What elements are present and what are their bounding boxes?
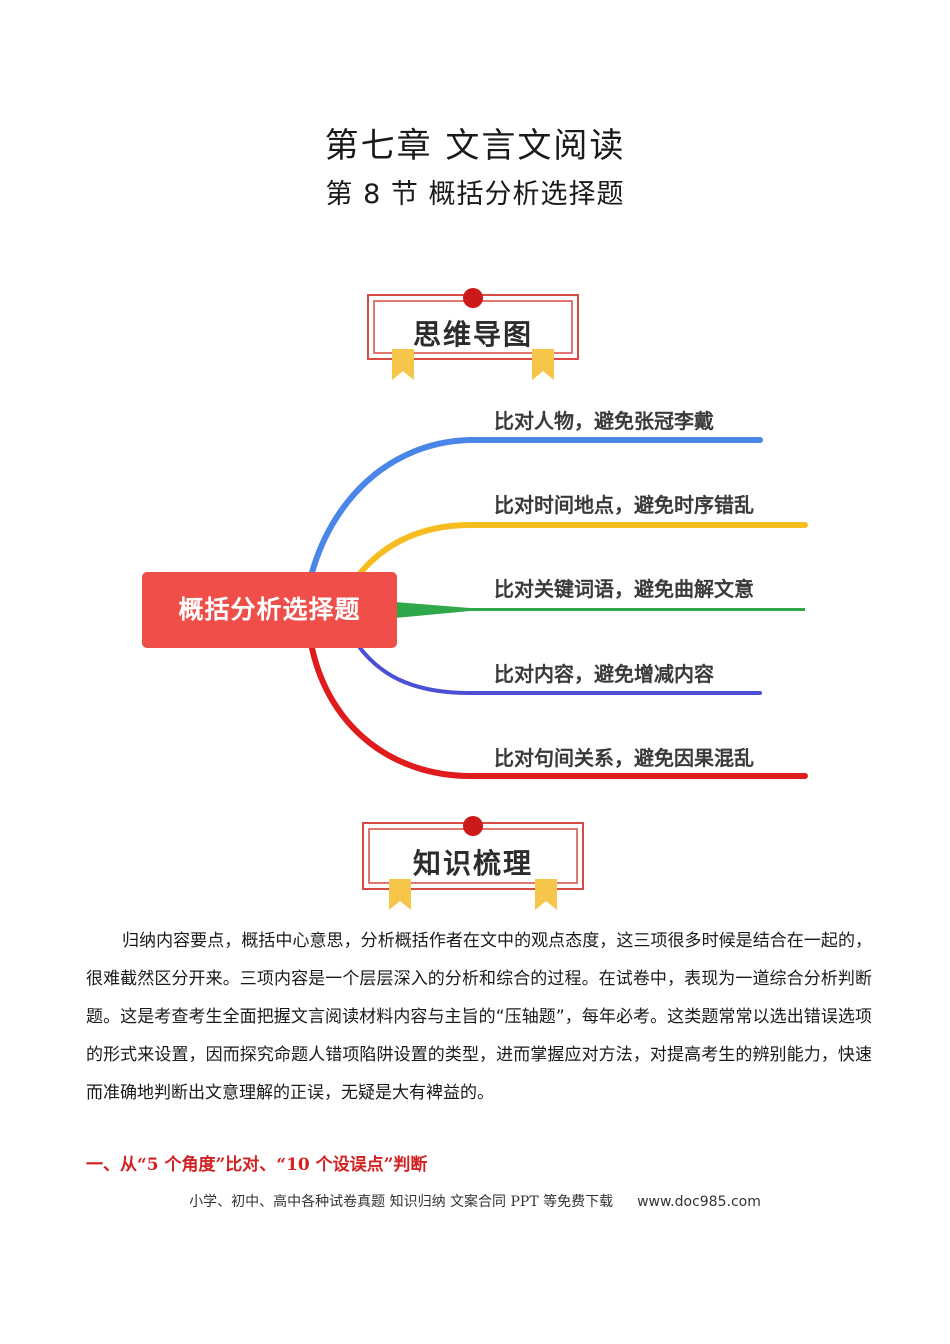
chapter-title: 第七章 文言文阅读	[324, 126, 626, 166]
branch-label-sentence-relations: 比对句间关系，避免因果混乱	[494, 746, 754, 770]
mindmap-banner-label: 思维导图	[412, 318, 533, 351]
mindmap-banner: 思维导图	[366, 287, 580, 382]
branch-line-content	[358, 646, 762, 695]
section-title: 第 8 节 概括分析选择题	[325, 179, 625, 210]
footer-site-link[interactable]: www.doc985.com	[637, 1194, 761, 1210]
intro-paragraph: 归纳内容要点，概括中心意思，分析概括作者在文中的观点态度，这三项很多时候是结合在…	[86, 931, 872, 1103]
banner-frame-icon	[367, 288, 579, 380]
branch-label-content: 比对内容，避免增减内容	[494, 662, 714, 686]
branch-label-time-place: 比对时间地点，避免时序错乱	[494, 493, 754, 517]
branch-label-people: 比对人物，避免张冠李戴	[494, 409, 714, 433]
branch-line-time-place	[352, 522, 808, 583]
page-footer: 小学、初中、高中各种试卷真题 知识归纳 文案合同 PPT 等免费下载 www.do…	[0, 1191, 950, 1211]
knowledge-banner: 知识梳理	[361, 815, 585, 912]
branch-line-keywords	[395, 602, 805, 618]
branch-line-sentence-relations	[309, 645, 808, 779]
mindmap-root-node: 概括分析选择题	[142, 572, 397, 648]
branch-label-keywords: 比对关键词语，避免曲解文意	[494, 577, 754, 601]
banner-frame-icon	[362, 816, 584, 910]
branch-line-people	[307, 437, 763, 583]
mindmap-diagram: 比对人物，避免张冠李戴 比对时间地点，避免时序错乱 比对关键词语，避免曲解文意 …	[307, 409, 808, 779]
knowledge-banner-label: 知识梳理	[412, 847, 533, 880]
subheading-one: 一、从“5 个角度”比对、“10 个设误点”判断	[86, 1155, 428, 1175]
footer-text: 小学、初中、高中各种试卷真题 知识归纳 文案合同 PPT 等免费下载	[189, 1194, 614, 1210]
